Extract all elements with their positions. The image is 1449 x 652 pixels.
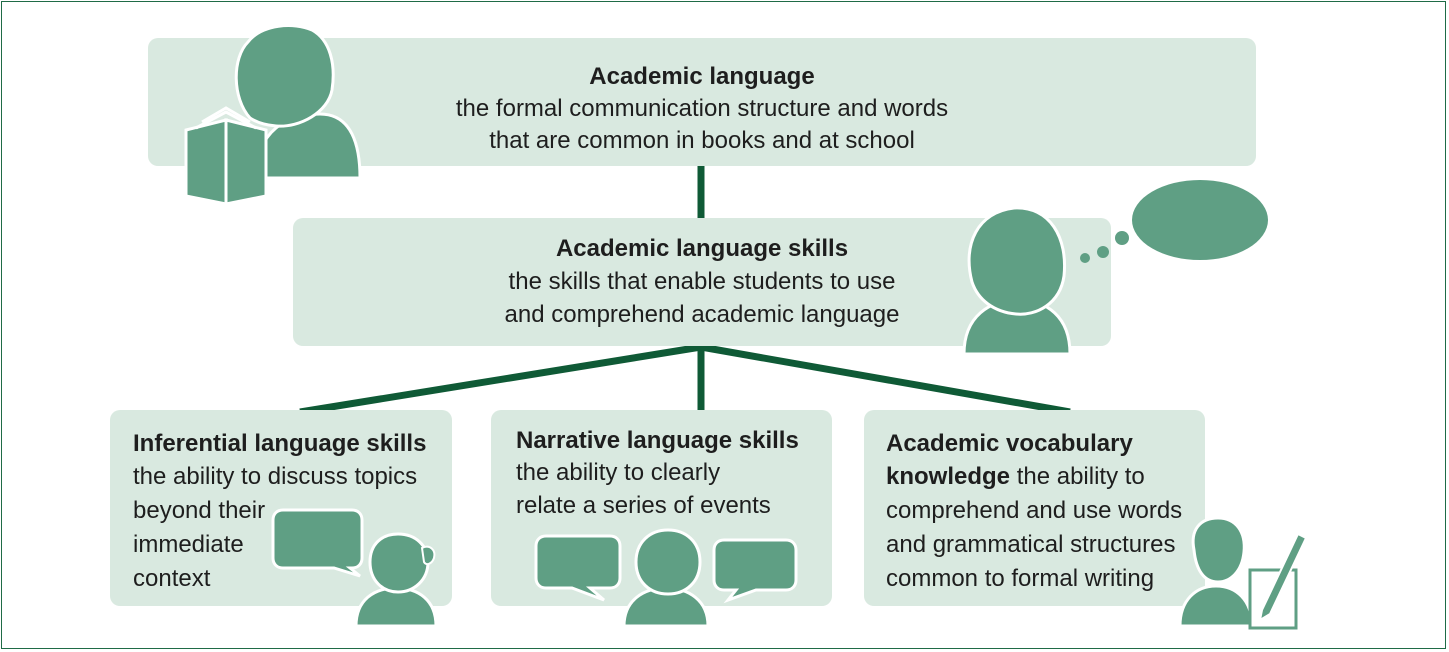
vocabulary-title-line2: knowledge (886, 463, 1011, 490)
vocabulary-line1: comprehend and use words (886, 497, 1183, 524)
vocabulary-desc-start: the ability to (1010, 463, 1145, 490)
academic-language-skills-desc-line1: the skills that enable students to use (508, 268, 896, 295)
vocabulary-title-line1: Academic vocabulary (886, 430, 1133, 457)
inferential-skills-line1: the ability to discuss topics (133, 463, 418, 490)
narrative-skills-title: Narrative language skills (516, 427, 799, 454)
vocabulary-title-line2-row: knowledge the ability to (886, 461, 1145, 493)
reading-person-icon (234, 24, 362, 180)
academic-language-skills-desc-line2: and comprehend academic language (504, 301, 900, 328)
notepad-pencil-icon (1248, 532, 1308, 630)
inferential-skills-line4: context (133, 565, 211, 592)
vocabulary-line3: common to formal writing (886, 565, 1155, 592)
thought-bubble-icon (1132, 180, 1268, 260)
writing-person-icon (1178, 516, 1254, 628)
narrating-child-icon (622, 528, 710, 628)
academic-language-title: Academic language (589, 63, 815, 90)
thought-dots-icon (1080, 231, 1129, 263)
narrative-skills-line1: the ability to clearly (516, 459, 721, 486)
speaking-child-icon (354, 532, 438, 628)
connector-middle-left (299, 343, 702, 416)
academic-language-skills-title: Academic language skills (555, 235, 849, 262)
inferential-skills-line3: immediate (133, 531, 244, 558)
box-vocabulary-knowledge (864, 410, 1205, 606)
academic-language-desc-line1: the formal communication structure and w… (455, 95, 949, 122)
speech-bubble-right-icon (712, 538, 798, 604)
narrative-skills-line2: relate a series of events (516, 492, 771, 519)
connector-middle-right (700, 343, 1071, 416)
inferential-skills-line2: beyond their (133, 497, 266, 524)
open-book-icon (184, 106, 268, 206)
speech-bubble-left-icon (534, 534, 622, 602)
academic-language-desc-line2: that are common in books and at school (489, 127, 915, 154)
inferential-skills-title: Inferential language skills (133, 430, 427, 457)
thinking-person-icon (962, 206, 1072, 356)
vocabulary-line2: and grammatical structures (886, 531, 1176, 558)
connectors (299, 166, 1071, 416)
speech-bubble-icon (271, 508, 364, 578)
